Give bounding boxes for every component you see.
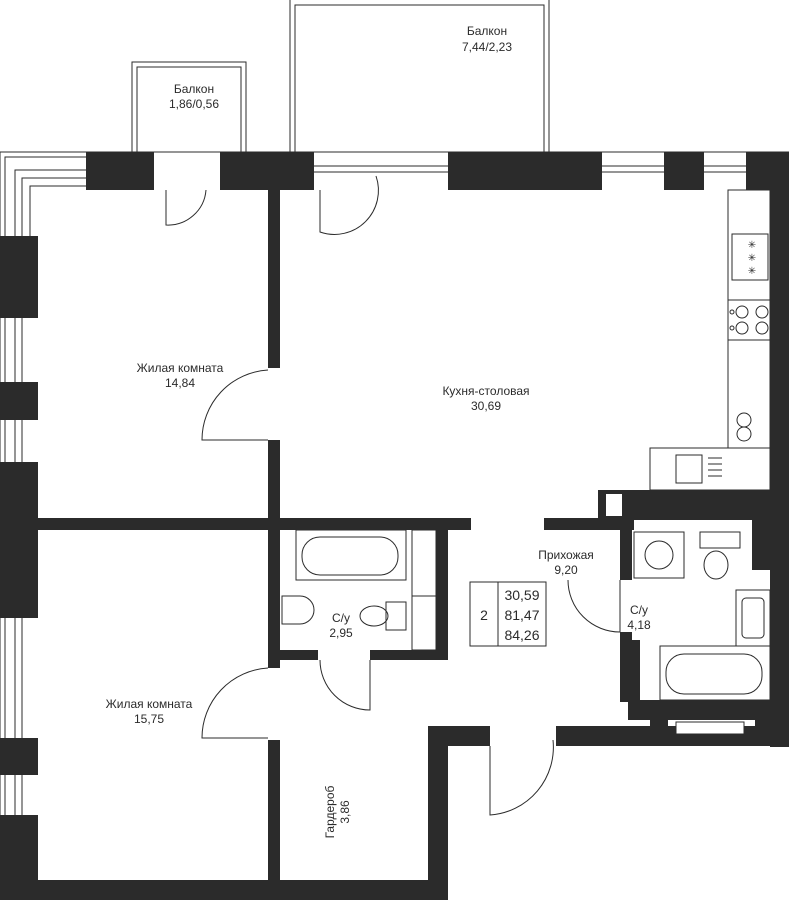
bathroom-2-fixtures [633, 531, 771, 701]
windows [606, 494, 745, 735]
living-area: 30,59 [504, 587, 539, 603]
room-area: 1,86/0,56 [169, 97, 219, 111]
room-name: Кухня-столовая [442, 384, 529, 398]
room-area: 7,44/2,23 [462, 40, 512, 54]
svg-text:✳: ✳ [748, 240, 756, 251]
total-area: 81,47 [504, 607, 539, 623]
balcony-small [131, 61, 247, 152]
walls [0, 152, 789, 900]
room-area: 3,86 [338, 800, 352, 824]
balcony-large [289, 0, 550, 152]
room-name: Жилая комната [106, 697, 193, 711]
room-area: 2,95 [329, 626, 353, 640]
bathroom-1-fixtures [281, 529, 437, 651]
room-name: С/у [630, 603, 648, 617]
room-name: Балкон [174, 82, 214, 96]
doors [165, 175, 621, 816]
room-area: 15,75 [134, 712, 164, 726]
kitchen-fixtures: ✳ ✳ ✳ [649, 189, 771, 491]
room-area: 30,69 [471, 399, 501, 413]
room-area: 4,18 [627, 618, 651, 632]
svg-text:✳: ✳ [748, 253, 756, 264]
rooms-count: 2 [480, 607, 488, 623]
room-name: Балкон [467, 24, 507, 38]
room-name: Жилая комната [137, 361, 224, 375]
total-area-with-balconies: 84,26 [504, 627, 539, 643]
svg-text:✳: ✳ [748, 266, 756, 277]
room-area: 14,84 [165, 376, 195, 390]
room-name: Гардероб [323, 785, 337, 838]
room-name: Прихожая [538, 548, 594, 562]
room-labels: Балкон 1,86/0,56 Балкон 7,44/2,23 Жилая … [106, 24, 651, 838]
room-area: 9,20 [554, 563, 578, 577]
area-summary-box: 2 30,59 81,47 84,26 [469, 581, 547, 647]
room-name: С/у [332, 611, 350, 625]
